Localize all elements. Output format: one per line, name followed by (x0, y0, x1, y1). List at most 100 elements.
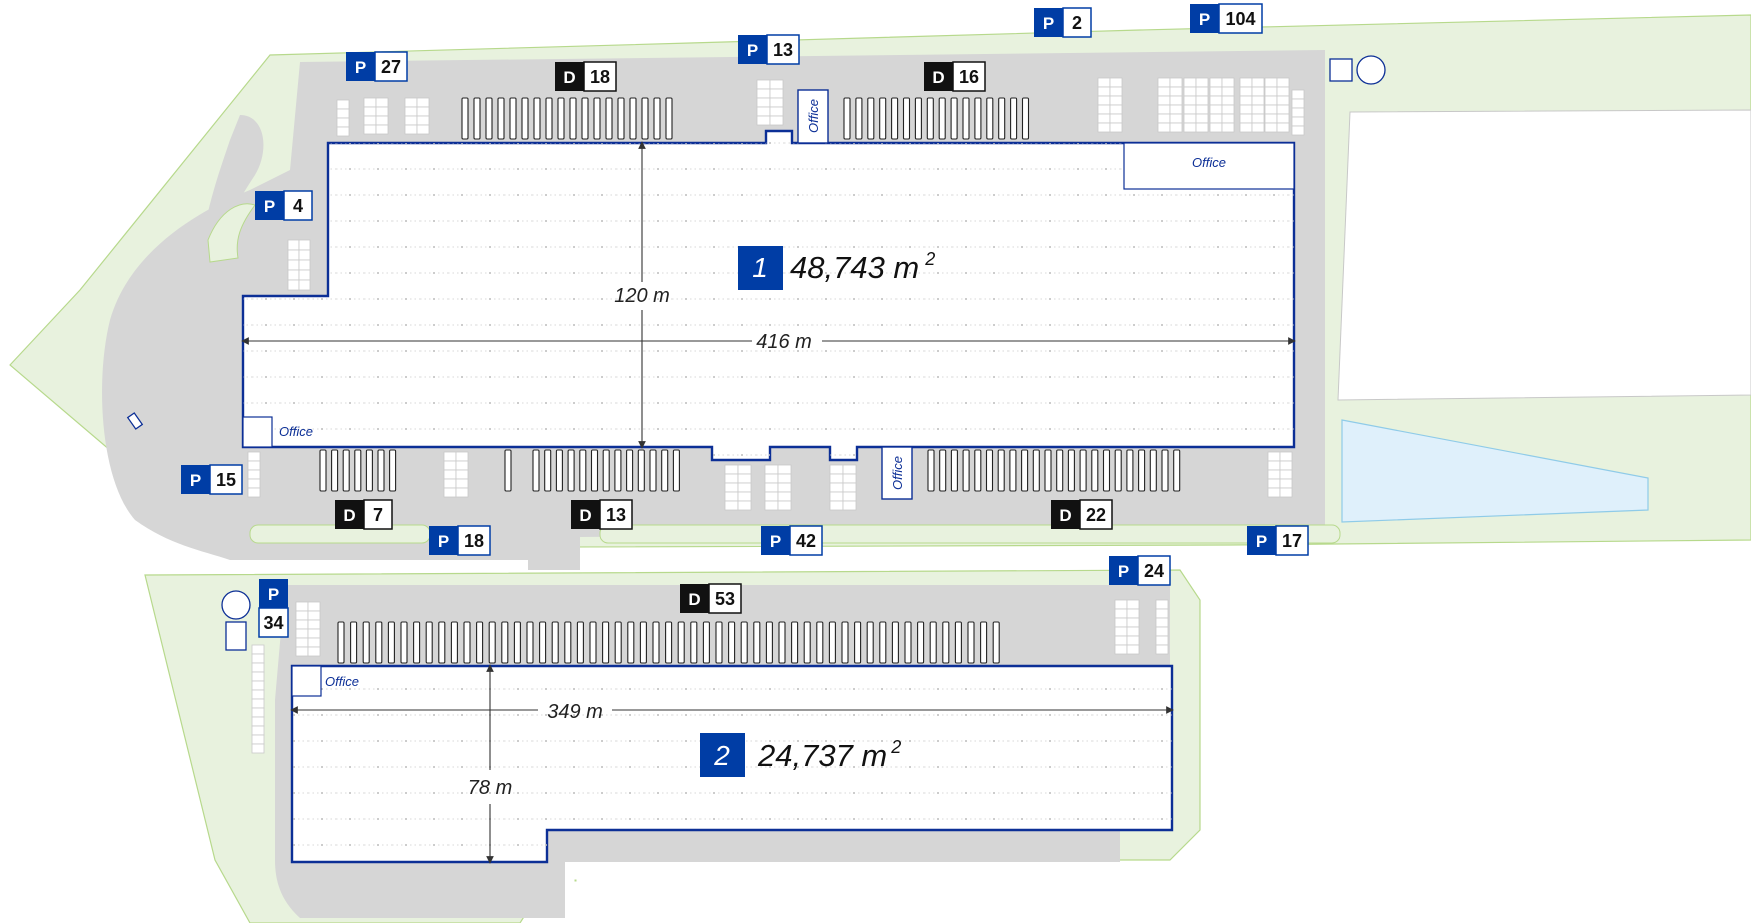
dock-door (962, 97, 970, 140)
parking-stall (247, 478, 261, 489)
parking-stall (1209, 104, 1223, 115)
dock-doors (319, 97, 1181, 664)
parking-stall (842, 482, 857, 493)
parking-stall (1279, 478, 1293, 489)
dock-door (1021, 449, 1029, 492)
parking-stall (1169, 95, 1183, 106)
parking-stall (1221, 95, 1235, 106)
parking-stall (1291, 116, 1305, 127)
dock-door (879, 97, 887, 140)
parking-stall (1183, 104, 1197, 115)
parking-stall (336, 99, 350, 110)
parking-stall (363, 124, 377, 135)
dock-door (938, 97, 946, 140)
parking-stall (295, 637, 309, 648)
parking-stall (336, 126, 350, 137)
parking-stall (375, 106, 389, 117)
parking-stall (1097, 77, 1111, 88)
dock-door (526, 621, 534, 664)
dock-door (1079, 449, 1087, 492)
parking-stall (737, 500, 752, 511)
dock-door (672, 449, 680, 492)
badge-count-box (1137, 555, 1171, 586)
dock-door (927, 449, 935, 492)
office-label-south-tower: Office (890, 456, 905, 490)
dock-door (1161, 449, 1169, 492)
parking-stall (1157, 122, 1171, 133)
dock-door (1009, 449, 1017, 492)
parking-stall (1291, 125, 1305, 136)
dock-door (377, 449, 385, 492)
badge-count: 22 (1086, 505, 1106, 525)
dock-door (488, 621, 496, 664)
badge-count-box (1079, 499, 1113, 530)
parking-stall (1109, 95, 1123, 106)
dock-door (425, 621, 433, 664)
badge-letter: P (1256, 532, 1267, 551)
parking-icon (738, 35, 767, 64)
parking-stall (1169, 86, 1183, 97)
parking-stall (443, 478, 457, 489)
parking-stall (443, 469, 457, 480)
parking-stall (298, 269, 311, 281)
badge-letter: D (563, 68, 575, 87)
dock-door (476, 621, 484, 664)
parking-stall (1251, 122, 1265, 133)
parking-stall (1264, 77, 1278, 88)
dock-icon (680, 584, 709, 613)
parking-stall (1251, 104, 1265, 115)
b1-length-label: 416 m (756, 331, 812, 353)
dock-door (702, 621, 710, 664)
parking-stall (1157, 86, 1171, 97)
b1-depth-label: 120 m (614, 285, 670, 307)
dock-door (627, 621, 635, 664)
parking-stall (1097, 122, 1111, 133)
parking-stall (287, 239, 300, 251)
parking-stall (1239, 104, 1253, 115)
dock-door (649, 449, 657, 492)
dock-door (629, 97, 637, 140)
square-symbol-icon (225, 621, 247, 651)
b2-area: 24,737 m (757, 738, 887, 773)
parking-stall (307, 628, 321, 639)
parking-stall (251, 734, 265, 745)
parking-stall (251, 725, 265, 736)
dock-door (1102, 449, 1111, 492)
dock-door (461, 97, 469, 140)
badge-count-box (209, 464, 243, 495)
parking-stall (307, 610, 321, 621)
dock-door (997, 449, 1005, 492)
square-symbol-icon (1329, 58, 1353, 82)
parking-stall (1183, 122, 1197, 133)
parking-stall (1109, 113, 1123, 124)
dock-door (557, 97, 565, 140)
dock-door (605, 97, 613, 140)
parking-stall (1239, 95, 1253, 106)
dock-door (614, 621, 622, 664)
parking-stall (1267, 460, 1281, 471)
badge-count: 13 (773, 40, 793, 60)
parking-stall (842, 491, 857, 502)
parking-stall (443, 460, 457, 471)
badge-count-box (952, 61, 986, 92)
parking-stall (287, 249, 300, 261)
parking-stall (251, 698, 265, 709)
parking-stall (298, 249, 311, 261)
dock-door (1021, 97, 1030, 140)
parking-icon (761, 526, 790, 555)
parking-stall (1195, 77, 1209, 88)
parking-stall (1239, 122, 1253, 133)
dock-door (974, 449, 982, 492)
badge-letter: P (438, 532, 449, 551)
dock-door (579, 449, 587, 492)
building-1 (241, 129, 1296, 462)
parking-stall (1183, 113, 1197, 124)
dock-door (450, 621, 458, 664)
parking-stall (1264, 122, 1278, 133)
parking-stall (1114, 635, 1128, 646)
badge-count-box (766, 34, 800, 65)
parking-stall (1267, 487, 1281, 498)
